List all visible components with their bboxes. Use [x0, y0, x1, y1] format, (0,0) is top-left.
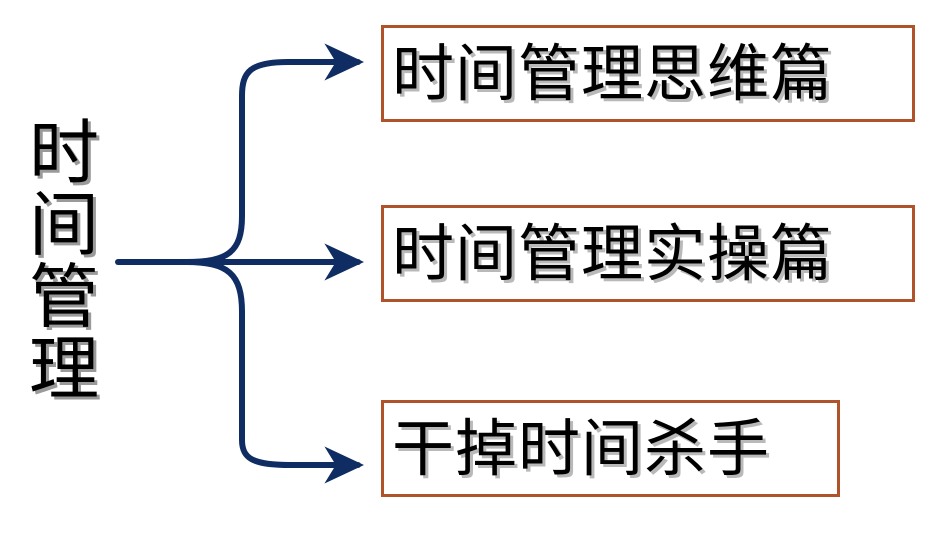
- root-char-1: 时: [29, 112, 99, 194]
- connector-to-branch-3: [183, 259, 365, 484]
- branch-box-2[interactable]: 时间管理实操篇: [381, 205, 915, 302]
- branch-box-3[interactable]: 干掉时间杀手: [381, 400, 840, 497]
- branch-box-1[interactable]: 时间管理思维篇: [381, 25, 915, 122]
- root-node-label: 时 间 管 理: [18, 118, 110, 404]
- branch-box-2-label: 时间管理实操篇: [392, 216, 834, 290]
- branch-box-1-label: 时间管理思维篇: [392, 36, 834, 110]
- connector-to-branch-1: [183, 43, 365, 265]
- root-char-3: 管: [29, 256, 99, 338]
- root-char-4: 理: [29, 328, 99, 410]
- branch-box-3-label: 干掉时间杀手: [392, 411, 771, 485]
- root-char-2: 间: [29, 184, 99, 266]
